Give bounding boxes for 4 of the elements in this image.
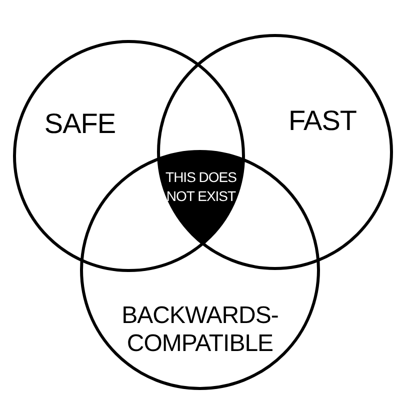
circle-label: FAST (287, 105, 358, 138)
circle-label: BACKWARDS-COMPATIBLE (120, 302, 280, 358)
region-label: THIS DOES NOT EXIST (164, 168, 238, 206)
circle-label: SAFE (43, 108, 117, 140)
